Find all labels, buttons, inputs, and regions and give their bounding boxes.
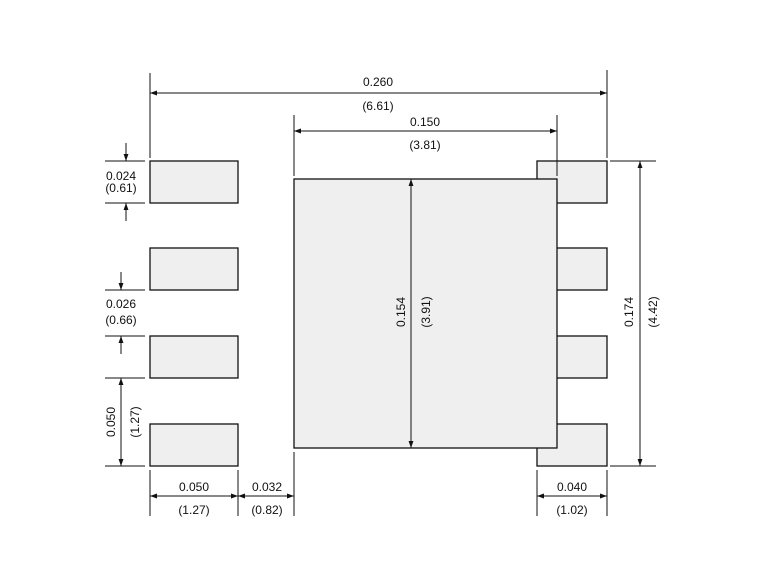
dim-pitch: 0.050 (1.27) xyxy=(104,378,142,466)
center-width-mm: (3.81) xyxy=(409,138,440,152)
pad-gap-inch: 0.026 xyxy=(106,297,136,311)
pitch-mm: (1.27) xyxy=(128,406,142,437)
dim-pad-to-center-gap: 0.032 (0.82) xyxy=(238,480,294,517)
left-pad-2 xyxy=(149,247,239,291)
dim-pad-gap: 0.026 (0.66) xyxy=(105,272,137,354)
overall-height-inch: 0.174 xyxy=(622,297,636,327)
overall-width-inch: 0.260 xyxy=(363,75,393,89)
right-pad-length-mm: (1.02) xyxy=(556,503,587,517)
dim-right-pad-length: 0.040 (1.02) xyxy=(537,480,607,517)
dim-center-width: 0.150 (3.81) xyxy=(294,115,557,152)
overall-height-mm: (4.42) xyxy=(646,296,660,327)
dim-pad-height: 0.024 (0.61) xyxy=(105,143,137,221)
pad-to-center-gap-inch: 0.032 xyxy=(252,480,282,494)
pad-height-mm: (0.61) xyxy=(105,181,136,195)
pad-to-center-gap-mm: (0.82) xyxy=(251,503,282,517)
pad-gap-mm: (0.66) xyxy=(105,313,136,327)
center-pad-height-mm: (3.91) xyxy=(419,296,433,327)
right-pad-length-inch: 0.040 xyxy=(557,480,587,494)
left-pad-4 xyxy=(149,423,239,467)
pad-length-mm: (1.27) xyxy=(178,503,209,517)
dim-overall-width: 0.260 (6.61) xyxy=(150,75,607,113)
center-pad xyxy=(293,178,558,449)
left-pad-1 xyxy=(149,160,239,204)
pad-length-inch: 0.050 xyxy=(179,480,209,494)
left-pad-3 xyxy=(149,335,239,379)
left-pads xyxy=(149,160,239,467)
dim-center-pad-height: 0.154 (3.91) xyxy=(394,179,433,448)
center-pad-height-inch: 0.154 xyxy=(394,297,408,327)
pad-height-inch: 0.024 xyxy=(106,169,136,183)
overall-width-mm: (6.61) xyxy=(362,99,393,113)
dim-overall-height: 0.174 (4.42) xyxy=(622,161,660,466)
dim-pad-length: 0.050 (1.27) xyxy=(150,480,238,517)
center-width-inch: 0.150 xyxy=(410,115,440,129)
pitch-inch: 0.050 xyxy=(104,407,118,437)
extension-lines xyxy=(105,70,656,516)
